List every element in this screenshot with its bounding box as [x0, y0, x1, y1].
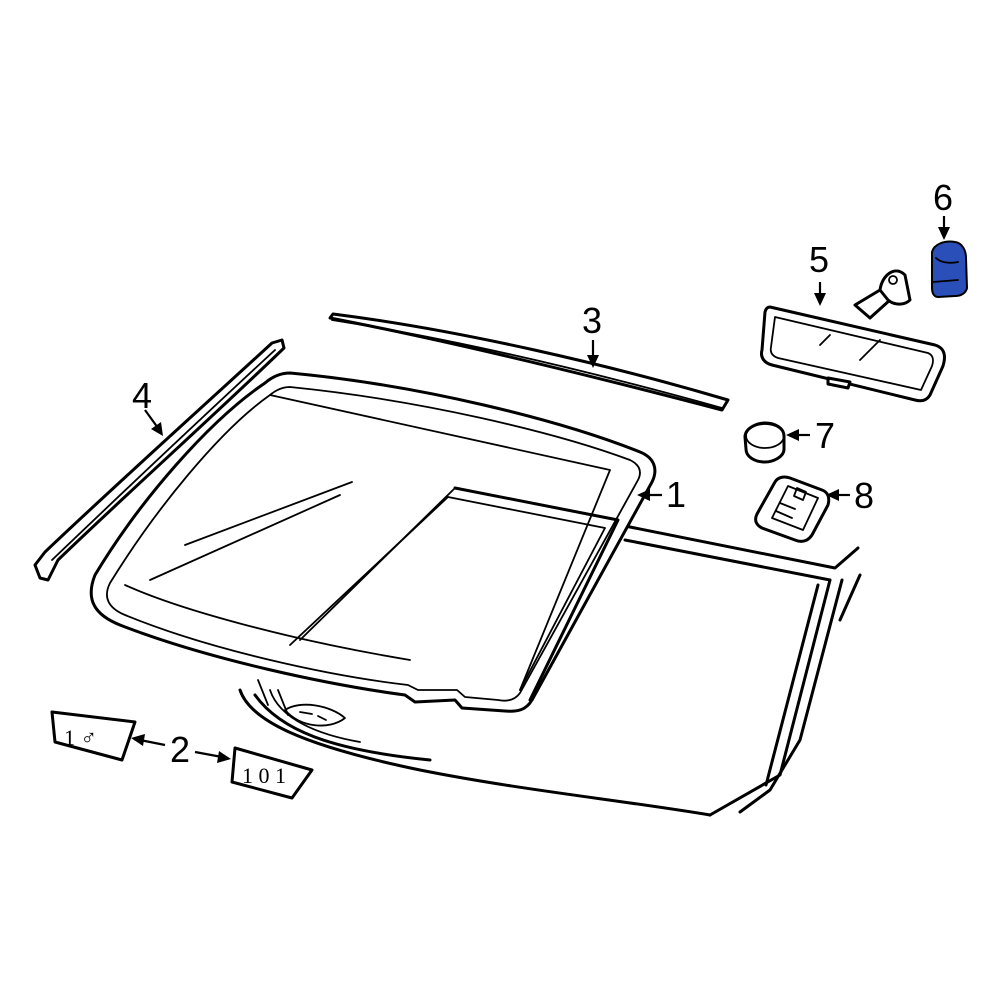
callout-6: 6 — [933, 177, 953, 218]
arrow-4 — [144, 409, 159, 429]
arrow-2a — [139, 738, 166, 747]
upper-molding-strip — [328, 312, 730, 412]
mirror-cover-highlighted — [931, 240, 969, 299]
arrow-2a-head — [131, 734, 145, 746]
sticker-left: 1 ♂ — [50, 710, 137, 762]
arrow-7-head — [786, 429, 799, 441]
arrow-6-head — [938, 227, 950, 240]
callout-5: 5 — [809, 239, 829, 280]
windshield-glass — [89, 371, 657, 713]
sticker-right: 1 0 1 — [230, 746, 314, 800]
callout-labels: 1 2 3 4 5 6 7 8 — [132, 177, 953, 770]
callout-1: 1 — [666, 474, 686, 515]
arrow-5-head — [814, 293, 826, 306]
sensor-module — [754, 475, 831, 543]
callout-3: 3 — [582, 300, 602, 341]
sticker-right-text: 1 0 1 — [242, 763, 286, 788]
callout-2: 2 — [170, 729, 190, 770]
arrow-1-head — [637, 489, 650, 501]
rearview-mirror — [760, 269, 946, 403]
pillar-molding — [33, 338, 286, 582]
callout-7: 7 — [815, 415, 835, 456]
vehicle-body-outline — [238, 523, 862, 817]
sticker-left-text: 1 ♂ — [64, 725, 97, 750]
callout-arrows — [131, 216, 950, 763]
round-pad — [743, 421, 786, 464]
arrow-2b-head — [217, 751, 231, 763]
arrow-8-head — [826, 489, 839, 501]
arrow-2b — [194, 750, 223, 759]
mirror-cover-shape — [931, 240, 969, 299]
arrow-3-head — [587, 355, 599, 368]
callout-8: 8 — [854, 475, 874, 516]
callout-4: 4 — [132, 375, 152, 416]
arrow-4-head — [151, 422, 163, 436]
